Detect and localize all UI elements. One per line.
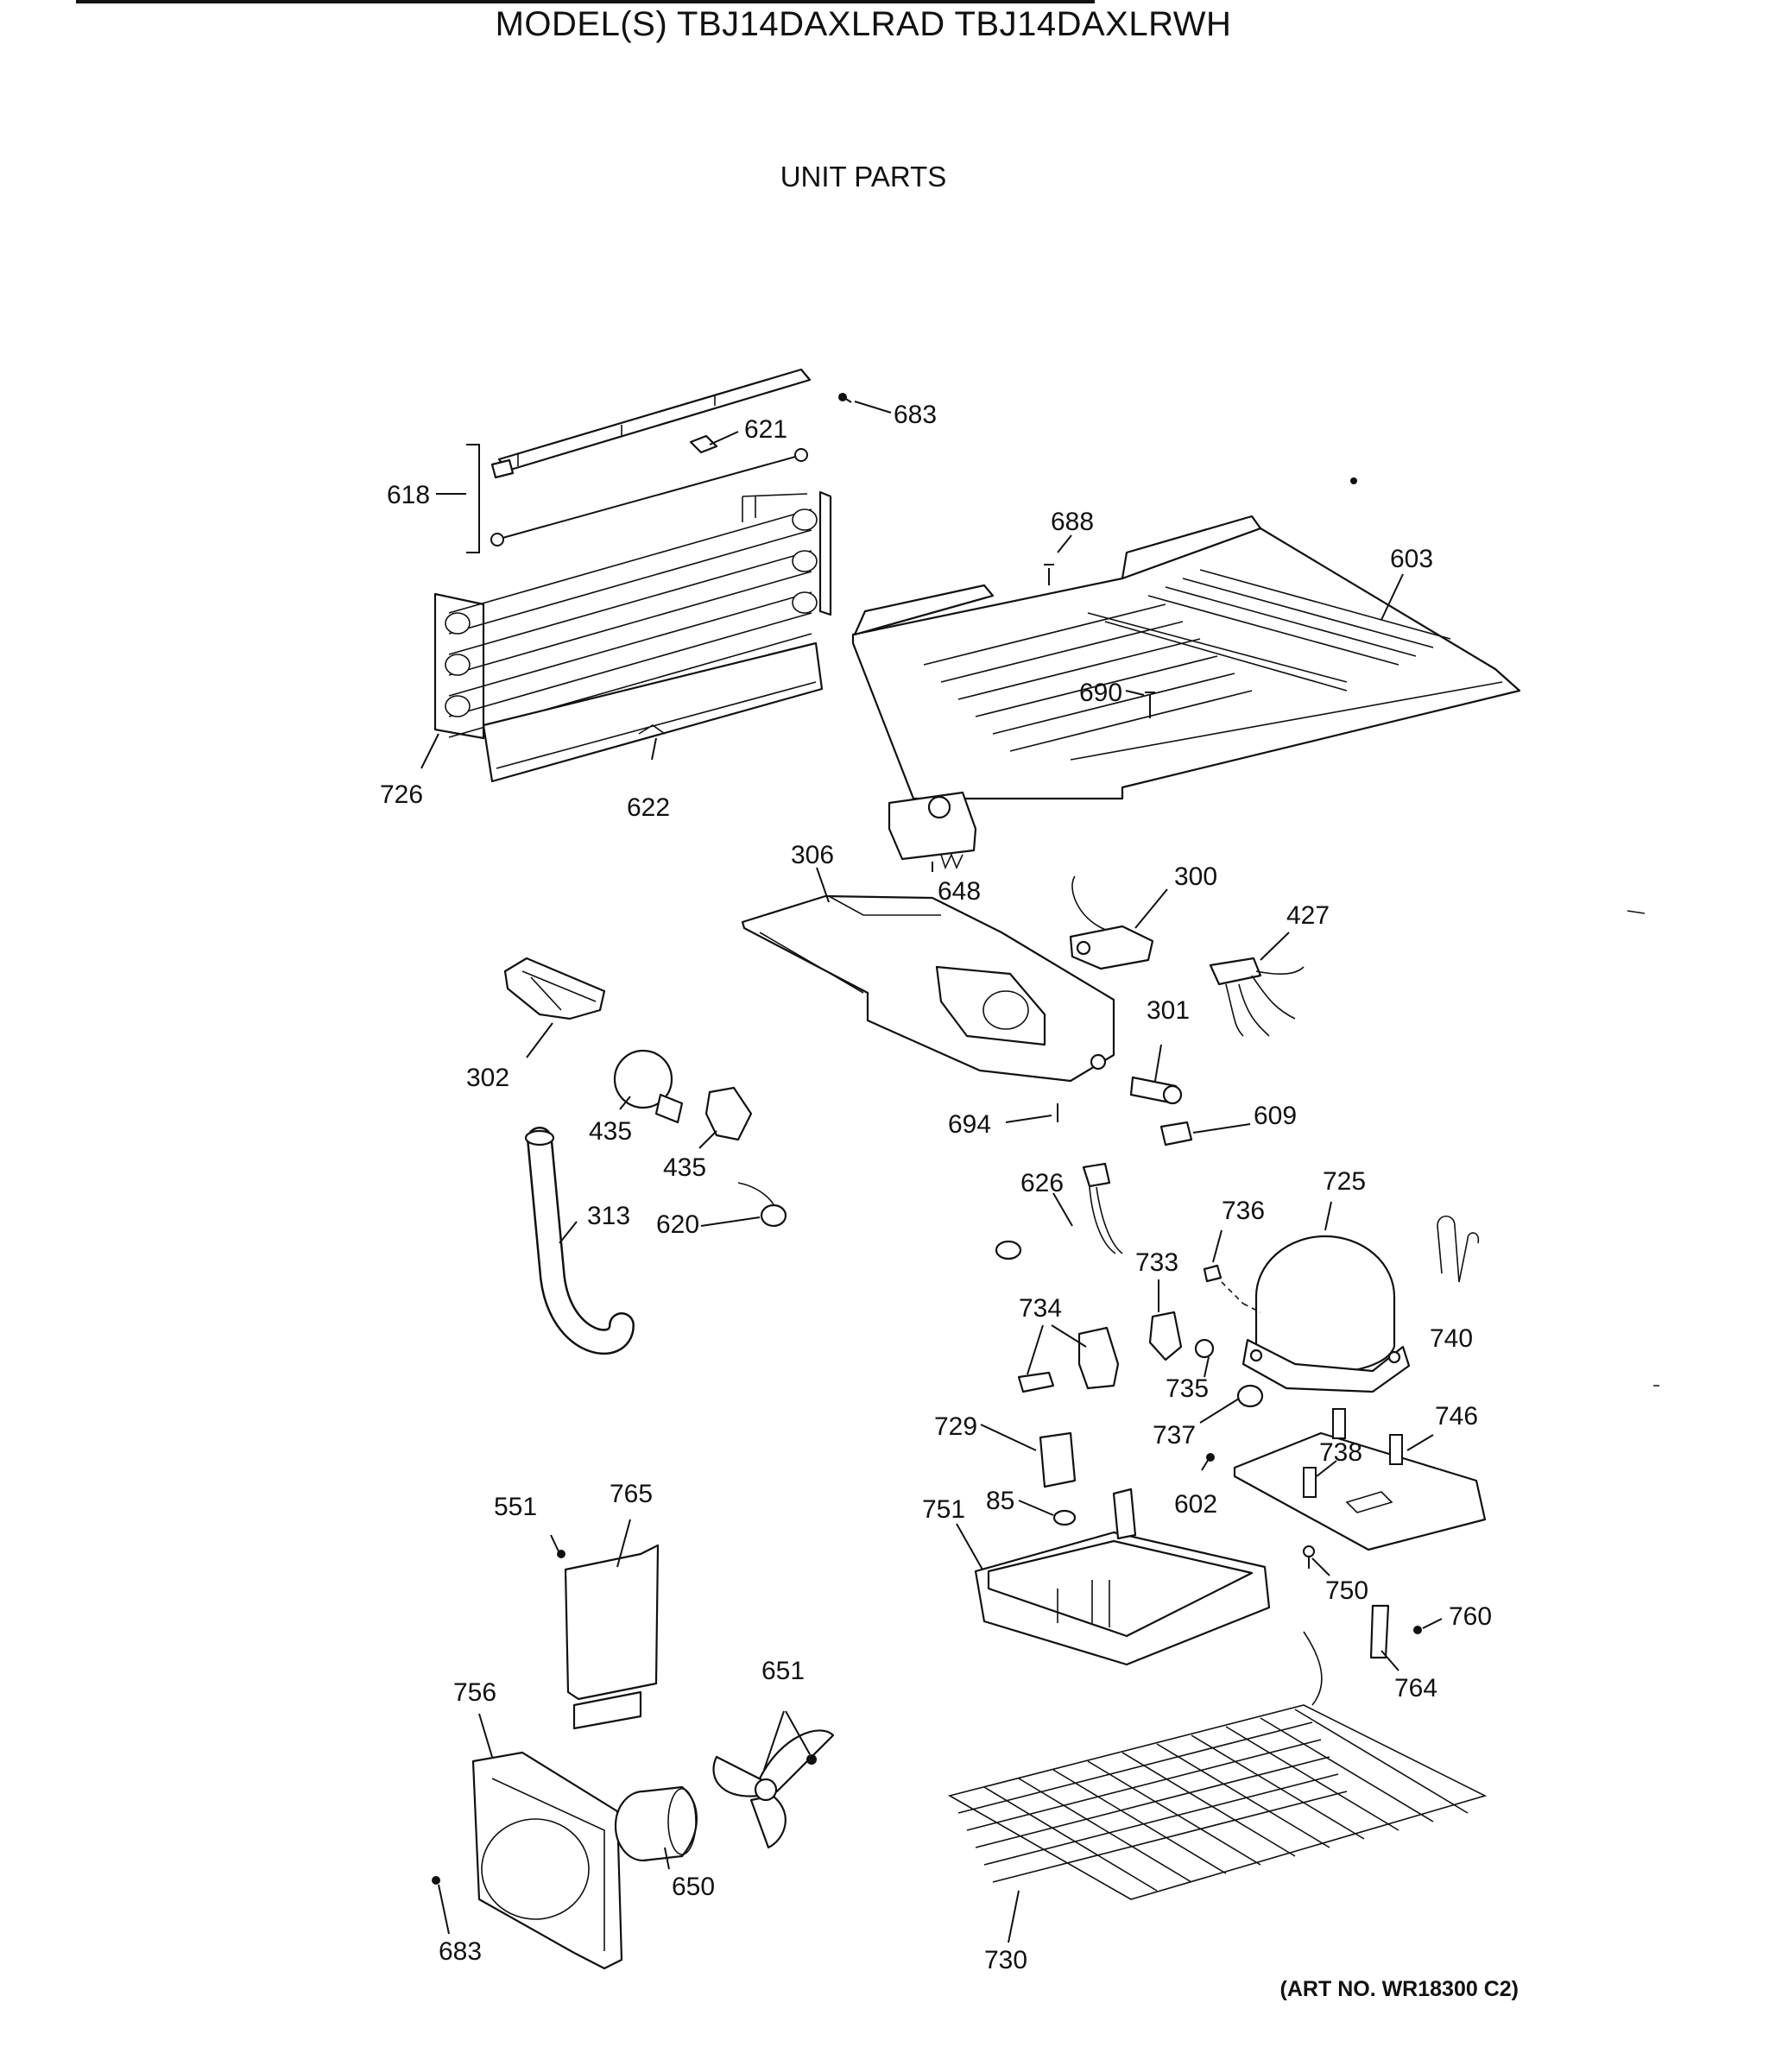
light-bulb — [613, 1049, 684, 1124]
callout-725: 725 — [1323, 1167, 1366, 1196]
callout-650: 650 — [672, 1873, 715, 1901]
callout-750: 750 — [1325, 1576, 1368, 1605]
callout-694: 694 — [948, 1110, 991, 1139]
callout-683: 683 — [894, 401, 937, 429]
fan-bracket — [471, 1751, 623, 1970]
callout-683b: 683 — [439, 1937, 482, 1966]
fan-motor — [614, 1785, 698, 1862]
callout-621: 621 — [744, 415, 787, 444]
callout-620: 620 — [656, 1210, 699, 1239]
drain-trough — [482, 641, 824, 783]
art-number: (ART NO. WR18300 C2) — [1279, 1977, 1519, 2001]
callout-603: 603 — [1390, 545, 1433, 573]
compressor-base — [1233, 1408, 1487, 1551]
callout-756: 756 — [453, 1678, 496, 1707]
fan-shroud-cover — [564, 1544, 660, 1730]
callout-602: 602 — [1174, 1490, 1217, 1519]
model-title: MODEL(S) TBJ14DAXLRAD TBJ14DAXLRWH — [495, 5, 1232, 43]
callout-609: 609 — [1254, 1102, 1297, 1130]
callout-760: 760 — [1449, 1602, 1492, 1631]
callout-435b: 435 — [663, 1153, 706, 1182]
callout-651: 651 — [761, 1657, 805, 1685]
defrost-timer — [888, 791, 977, 870]
callout-729: 729 — [934, 1412, 977, 1441]
callout-734: 734 — [1019, 1294, 1062, 1323]
tube-clamp — [1369, 1604, 1390, 1659]
callout-300: 300 — [1174, 862, 1217, 891]
fan-blade — [712, 1729, 835, 1849]
callout-313: 313 — [587, 1202, 630, 1230]
callout-764: 764 — [1394, 1674, 1437, 1702]
callout-737: 737 — [1153, 1421, 1196, 1450]
callout-735: 735 — [1166, 1374, 1209, 1403]
callout-688: 688 — [1051, 508, 1094, 536]
mounting-rail — [490, 368, 812, 546]
light-shield — [503, 957, 606, 1020]
callout-622: 622 — [627, 793, 670, 822]
thermistor — [737, 1182, 787, 1228]
callout-435a: 435 — [589, 1117, 632, 1146]
compressor — [1221, 1235, 1411, 1393]
callout-306: 306 — [791, 841, 834, 869]
drain-pan — [974, 1488, 1271, 1666]
callout-648: 648 — [938, 877, 981, 906]
coil-assembly — [433, 490, 832, 740]
leader-lines — [420, 401, 1443, 1943]
header-rule — [76, 0, 1095, 3]
shelf-panel — [851, 515, 1521, 800]
callout-751: 751 — [922, 1495, 965, 1524]
capacitor — [1039, 1431, 1077, 1488]
compressor-clip — [1437, 1215, 1480, 1283]
callout-738: 738 — [1319, 1438, 1362, 1467]
callout-551: 551 — [494, 1493, 537, 1521]
callout-427: 427 — [1286, 901, 1330, 930]
callout-726: 726 — [380, 780, 423, 809]
callout-736: 736 — [1222, 1197, 1265, 1225]
control-housing — [741, 894, 1115, 1083]
condenser-coil — [947, 1631, 1488, 1900]
light-socket-switch — [1129, 1076, 1193, 1147]
relay-and-overload — [995, 1162, 1223, 1393]
callout-85: 85 — [986, 1487, 1014, 1515]
callout-labels: 683 621 618 688 603 690 726 622 306 648 … — [380, 401, 1492, 1974]
grommet — [1236, 1384, 1264, 1408]
thermostat — [1069, 875, 1154, 970]
callout-690: 690 — [1079, 679, 1122, 707]
wiring-harness — [1209, 957, 1305, 1037]
callout-618: 618 — [387, 481, 430, 509]
callout-626: 626 — [1020, 1169, 1064, 1197]
lamp-socket — [704, 1086, 753, 1141]
callout-730: 730 — [984, 1946, 1027, 1974]
callout-733: 733 — [1135, 1248, 1178, 1277]
callout-765: 765 — [610, 1480, 653, 1508]
section-title: UNIT PARTS — [780, 161, 947, 193]
callout-302: 302 — [466, 1064, 509, 1092]
callout-746: 746 — [1435, 1402, 1478, 1431]
callout-740: 740 — [1430, 1324, 1473, 1353]
callout-301: 301 — [1147, 996, 1190, 1025]
